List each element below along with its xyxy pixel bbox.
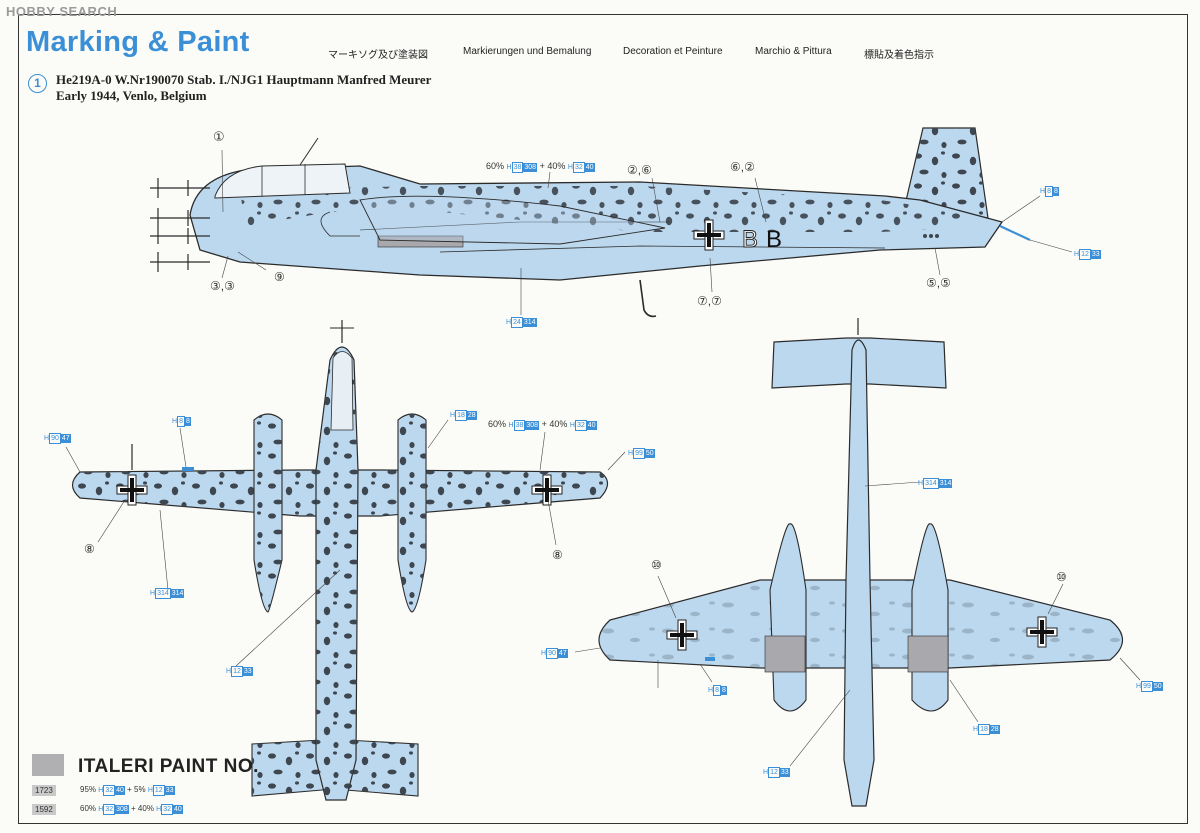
language-heading-jp: マーキソグ及び塗装図 bbox=[328, 50, 428, 61]
decal-marker-7-7: ⑦,⑦ bbox=[697, 294, 722, 308]
side-nacelle bbox=[359, 195, 666, 245]
side-view: B B bbox=[150, 127, 1073, 318]
decal-marker-5-5: ⑤,⑤ bbox=[926, 276, 951, 290]
decal-marker-8-right: ⑧ bbox=[552, 548, 563, 562]
bottom-view bbox=[574, 318, 1141, 807]
decal-marker-10-right: ⑩ bbox=[1056, 570, 1067, 584]
side-radar-antennas bbox=[150, 178, 210, 272]
side-landing-gear bbox=[639, 279, 657, 318]
side-code-letter-1: B bbox=[742, 226, 758, 253]
decal-marker-6-2: ⑥,② bbox=[730, 160, 755, 174]
top-view bbox=[65, 320, 626, 801]
decal-marker-2-6: ②,⑥ bbox=[627, 163, 652, 177]
language-heading-it: Marchio & Pittura bbox=[755, 46, 832, 57]
decal-marker-8-left: ⑧ bbox=[84, 542, 95, 556]
decal-marker-9: ⑨ bbox=[274, 270, 285, 284]
watermark-logo: HOBBY SEARCH bbox=[6, 4, 118, 19]
side-code-letter-2: B bbox=[766, 226, 782, 253]
decal-marker-3-3: ③,③ bbox=[210, 279, 235, 293]
page-title: Marking & Paint bbox=[26, 26, 250, 58]
scheme-number-badge: 1 bbox=[28, 74, 47, 93]
scheme-subject-line1: He219A-0 W.Nr190070 Stab. I./NJG1 Hauptm… bbox=[56, 72, 432, 87]
legend-swatch-grey bbox=[32, 754, 64, 776]
scheme-subject: He219A-0 W.Nr190070 Stab. I./NJG1 Hauptm… bbox=[56, 72, 431, 104]
legend-code-1: 1723 bbox=[32, 785, 56, 796]
side-canopy bbox=[214, 163, 351, 199]
bottom-nacelle-right bbox=[911, 523, 949, 712]
decal-marker-1: ① bbox=[213, 129, 225, 144]
bottom-nacelle-left bbox=[769, 523, 807, 712]
language-heading-cn: 標貼及着色指示 bbox=[864, 50, 934, 61]
decal-marker-10-left: ⑩ bbox=[651, 558, 662, 572]
legend-title: ITALERI PAINT NO. bbox=[78, 756, 259, 777]
scheme-subject-line2: Early 1944, Venlo, Belgium bbox=[56, 88, 207, 103]
legend-code-2: 1592 bbox=[32, 804, 56, 815]
bottom-fuselage bbox=[843, 339, 875, 807]
language-heading-fr: Decoration et Peinture bbox=[623, 46, 723, 57]
sheet-border bbox=[18, 14, 1188, 824]
language-heading-de: Markierungen und Bemalung bbox=[463, 46, 592, 57]
